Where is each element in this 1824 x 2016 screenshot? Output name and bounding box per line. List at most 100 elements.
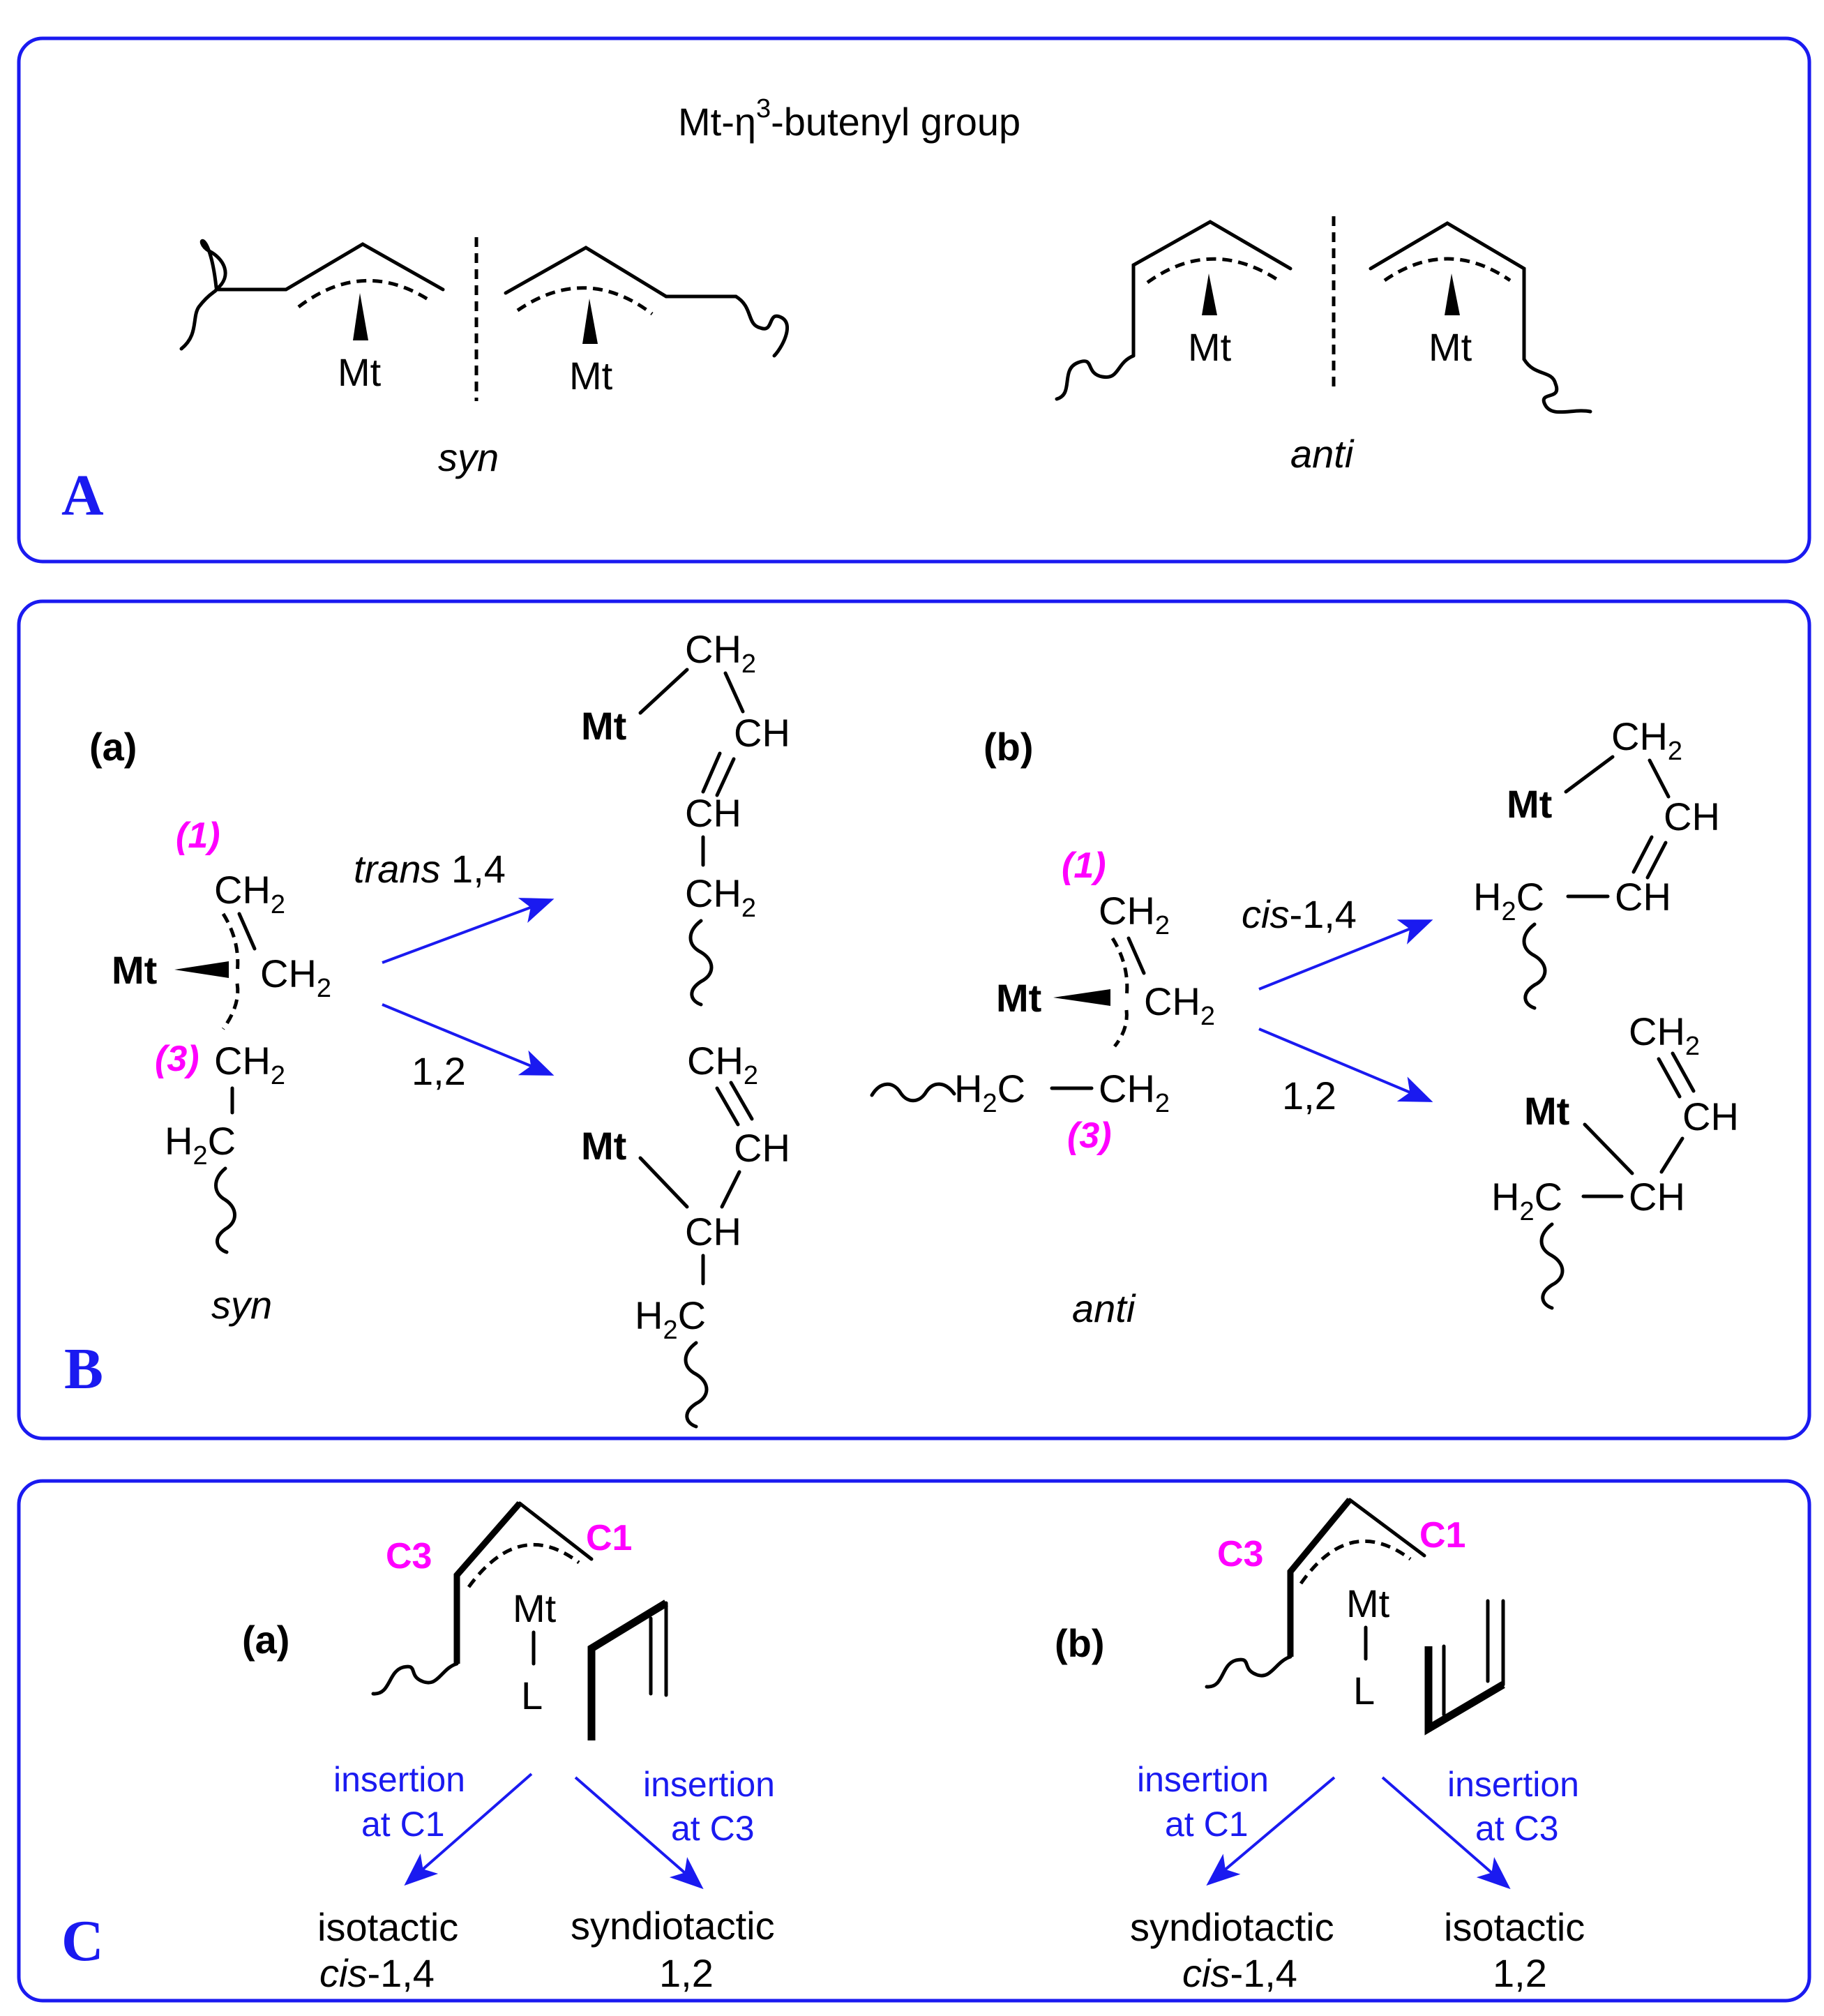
svg-text:CH: CH xyxy=(734,1126,790,1170)
anti-label: anti xyxy=(1072,1286,1136,1330)
metal-label: Mt xyxy=(569,354,613,398)
metal-label: Mt xyxy=(1507,782,1552,826)
svg-text:H2C: H2C xyxy=(165,1119,236,1171)
panel-b-frame xyxy=(17,599,1811,1440)
part-b-label: (b) xyxy=(983,725,1034,769)
arrow-12-b-label: 1,2 xyxy=(1282,1074,1336,1118)
svg-text:CH: CH xyxy=(685,791,741,835)
metal-label: Mt xyxy=(581,704,626,748)
svg-text:CH2: CH2 xyxy=(260,951,331,1003)
panel-b: (a) (b) (1) CH2 Mt CH2 (3) CH2 H2C syn t… xyxy=(17,599,1811,1440)
arrow-insertion-c3-a xyxy=(574,1776,704,1890)
arrow-12-b xyxy=(1258,1028,1433,1102)
svg-text:CH: CH xyxy=(734,711,790,755)
svg-text:CH: CH xyxy=(1682,1094,1739,1138)
panel-c-frame xyxy=(17,1479,1811,2003)
metal-label: Mt xyxy=(1429,325,1472,369)
anti-12-product: CH2 CH Mt H2C CH xyxy=(1491,1009,1739,1310)
syn-12-product: CH2 CH Mt CH H2C xyxy=(581,1039,790,1429)
panel-a-frame xyxy=(17,36,1811,564)
svg-text:CH2: CH2 xyxy=(685,627,756,679)
result-a-left-line1: isotactic xyxy=(317,1905,458,1949)
part-a-label: (a) xyxy=(89,725,137,769)
svg-text:CH: CH xyxy=(1629,1175,1685,1219)
svg-text:H2C: H2C xyxy=(954,1067,1025,1118)
svg-text:CH2: CH2 xyxy=(685,871,756,923)
insertion-c1-a-line2: at C1 xyxy=(361,1805,445,1844)
part-b-label: (b) xyxy=(1055,1621,1105,1665)
svg-text:CH2: CH2 xyxy=(1099,889,1170,940)
metal-label: Mt xyxy=(1524,1089,1569,1133)
metal-label: Mt xyxy=(1188,325,1232,369)
arrow-12-a-label: 1,2 xyxy=(412,1049,466,1093)
syn-allyl-reactant: (1) CH2 Mt CH2 (3) CH2 H2C syn xyxy=(112,815,331,1327)
svg-text:CH2: CH2 xyxy=(1611,714,1682,766)
result-b-right-line1: isotactic xyxy=(1444,1905,1585,1949)
svg-text:CH: CH xyxy=(685,1210,741,1254)
svg-text:CH: CH xyxy=(1615,875,1671,919)
svg-text:CH2: CH2 xyxy=(1629,1009,1700,1061)
metal-label: Mt xyxy=(996,976,1041,1020)
trans-14-product: CH2 Mt CH CH CH2 xyxy=(581,627,790,1007)
panel-c-letter: C xyxy=(61,1909,104,1973)
panel-a: Mt-η3-butenyl group Mt Mt syn Mt xyxy=(17,36,1811,564)
result-b-left-line2: cis-1,4 xyxy=(1182,1951,1297,1995)
arrow-12-a xyxy=(382,1003,555,1076)
svg-text:H2C: H2C xyxy=(635,1293,706,1345)
insertion-c3-b-line1: insertion xyxy=(1447,1765,1579,1804)
anti-structure-right: Mt xyxy=(1369,221,1592,414)
svg-text:CH2: CH2 xyxy=(687,1039,758,1090)
syn-label: syn xyxy=(438,435,499,479)
complex-b: C3 C1 Mt L xyxy=(1205,1498,1505,1736)
arrow-cis-label: cis-1,4 xyxy=(1242,892,1357,936)
result-a-right-line1: syndiotactic xyxy=(571,1904,775,1948)
insertion-c1-a-line1: insertion xyxy=(333,1760,465,1799)
svg-text:CH: CH xyxy=(1664,795,1720,838)
c1-label: C1 xyxy=(586,1518,632,1558)
arrow-insertion-c1-b xyxy=(1206,1776,1336,1886)
syn-structure-left: Mt xyxy=(179,239,445,394)
c3-label: C3 xyxy=(1217,1534,1263,1574)
ligand-label: L xyxy=(521,1673,543,1717)
arrow-insertion-c3-b xyxy=(1381,1776,1511,1890)
insertion-c1-b-line2: at C1 xyxy=(1165,1805,1249,1844)
panel-a-title: Mt-η3-butenyl group xyxy=(678,94,1020,144)
panel-c: (a) (b) C3 C1 Mt L insertion at C1 inser… xyxy=(17,1479,1811,2003)
c3-label: C3 xyxy=(386,1536,432,1577)
cis-14-product: CH2 Mt CH H2C CH xyxy=(1473,714,1720,1010)
svg-text:CH2: CH2 xyxy=(214,868,285,919)
result-b-left-line1: syndiotactic xyxy=(1130,1905,1334,1949)
syn-label: syn xyxy=(211,1283,272,1327)
insertion-c3-a-line1: insertion xyxy=(643,1765,775,1804)
ligand-label: L xyxy=(1353,1669,1375,1713)
insertion-c3-b-line2: at C3 xyxy=(1475,1809,1559,1848)
complex-a: C3 C1 Mt L xyxy=(371,1501,668,1740)
panel-a-letter: A xyxy=(61,463,104,528)
arrow-trans-14 xyxy=(382,898,555,964)
c1-label: C1 xyxy=(1419,1515,1465,1556)
svg-text:H2C: H2C xyxy=(1473,875,1544,926)
svg-text:CH2: CH2 xyxy=(214,1039,285,1090)
metal-label: Mt xyxy=(581,1124,626,1168)
panel-b-letter: B xyxy=(64,1337,103,1401)
metal-label: Mt xyxy=(1346,1581,1390,1625)
svg-text:H2C: H2C xyxy=(1491,1175,1562,1226)
result-a-right-line2: 1,2 xyxy=(659,1951,714,1995)
metal-label: Mt xyxy=(112,948,157,992)
position-3-label: (3) xyxy=(1067,1115,1112,1156)
result-b-right-line2: 1,2 xyxy=(1493,1951,1547,1995)
insertion-c3-a-line2: at C3 xyxy=(671,1809,755,1848)
position-1-label: (1) xyxy=(1062,845,1106,886)
insertion-c1-b-line1: insertion xyxy=(1137,1760,1269,1799)
anti-structure-left: Mt xyxy=(1055,220,1292,401)
part-a-label: (a) xyxy=(242,1618,289,1662)
svg-text:CH2: CH2 xyxy=(1144,979,1215,1031)
metal-label: Mt xyxy=(338,350,382,394)
metal-label: Mt xyxy=(513,1586,557,1630)
position-3-label: (3) xyxy=(155,1039,199,1079)
syn-structure-right: Mt xyxy=(504,246,790,398)
anti-allyl-reactant: (1) CH2 Mt CH2 H2C CH2 (3) anti xyxy=(870,845,1215,1330)
arrow-cis-14 xyxy=(1258,919,1433,991)
position-1-label: (1) xyxy=(176,815,220,856)
